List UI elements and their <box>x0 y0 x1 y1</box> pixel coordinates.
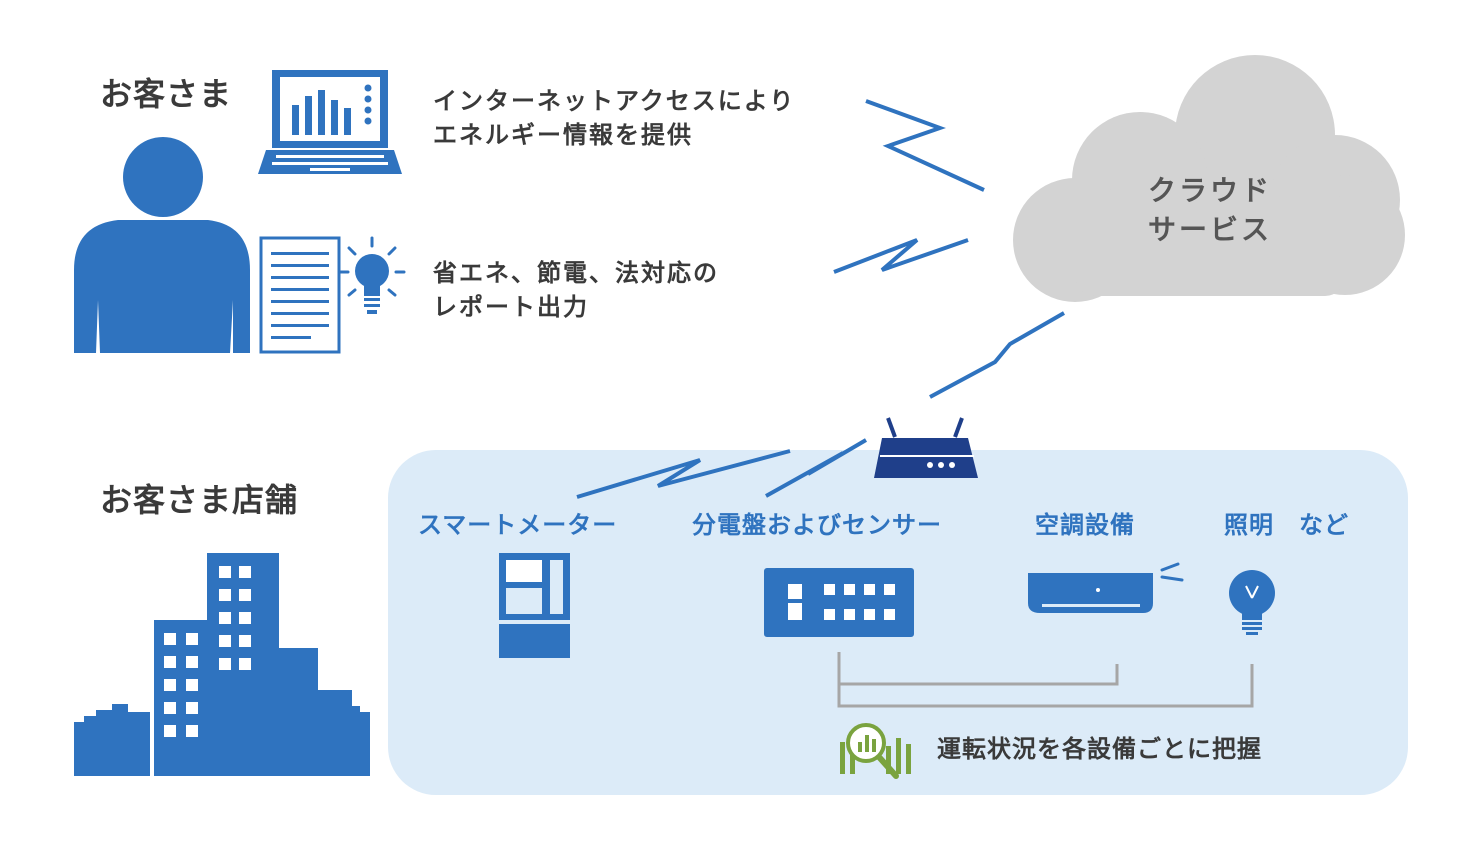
report-line2: レポート出力 <box>433 293 589 321</box>
laptop-icon <box>258 70 402 174</box>
router-icon <box>874 417 978 478</box>
cloud-label-line2: サービス <box>1147 213 1272 246</box>
device-label-distribution-board: 分電盤およびセンサー <box>692 511 942 539</box>
store-title: お客さま店舗 <box>100 481 299 519</box>
smart-meter-icon <box>499 553 570 658</box>
device-label-air-conditioner: 空調設備 <box>1035 511 1135 539</box>
web-access-line1: インターネットアクセスにより <box>433 87 796 115</box>
document-icon <box>259 236 341 354</box>
magnifier-chart-icon <box>840 723 911 779</box>
customer-title: お客さま <box>100 75 233 113</box>
air-conditioner-icon <box>1028 562 1184 613</box>
device-label-smart-meter: スマートメーター <box>418 511 618 539</box>
monitoring-text: 運転状況を各設備ごとに把握 <box>937 735 1262 763</box>
person-icon <box>74 137 250 353</box>
wireless-signal-icon <box>576 99 1065 499</box>
web-access-line2: エネルギー情報を提供 <box>433 121 693 149</box>
report-line1: 省エネ、節電、法対応の <box>433 259 719 287</box>
building-icon <box>74 553 370 776</box>
lightbulb-icon <box>1229 570 1275 635</box>
device-label-lighting: 照明 など <box>1224 511 1349 539</box>
cloud-icon <box>1013 55 1405 302</box>
cloud-label-line1: クラウド <box>1147 174 1272 207</box>
lightbulb-icon <box>338 236 406 314</box>
connector-lines <box>837 652 1254 708</box>
distribution-board-icon <box>764 568 914 637</box>
